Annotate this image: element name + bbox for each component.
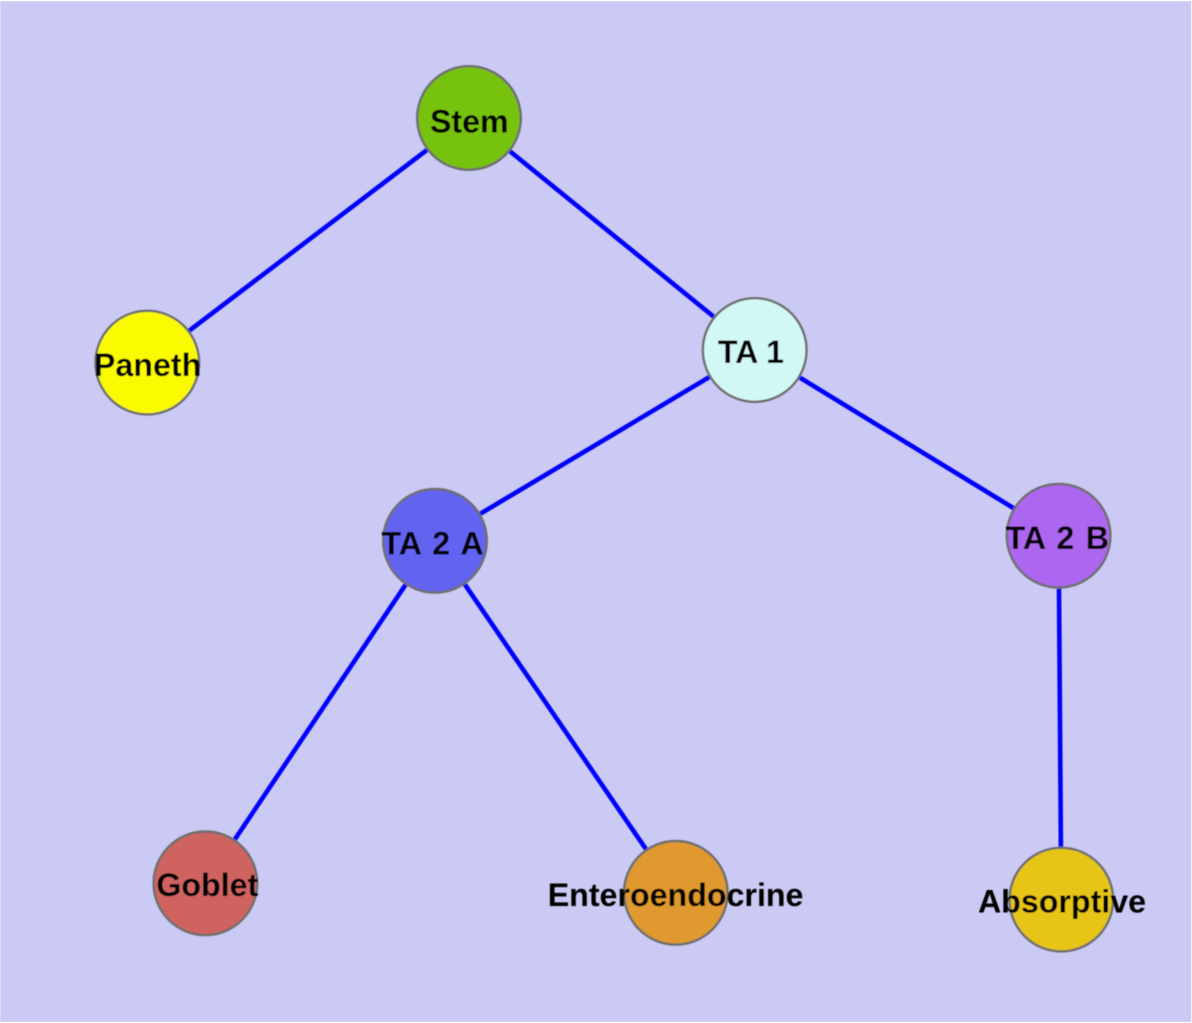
svg-text:TA 2 A: TA 2 A	[382, 526, 484, 562]
svg-text:Enteroendocrine: Enteroendocrine	[548, 877, 804, 913]
svg-text:Absorptive: Absorptive	[978, 884, 1146, 920]
svg-text:Paneth: Paneth	[94, 347, 201, 383]
svg-text:Goblet: Goblet	[156, 867, 258, 903]
svg-text:Stem: Stem	[430, 103, 509, 139]
svg-text:TA 2 B: TA 2 B	[1006, 520, 1109, 556]
svg-text:TA 1: TA 1	[718, 334, 784, 370]
